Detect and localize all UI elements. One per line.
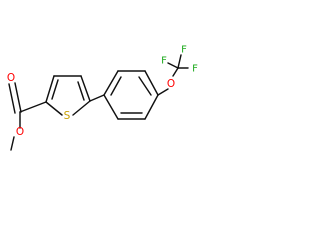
bond-o-cf3 [172,67,179,77]
bond-ph6-ph1 [103,94,119,120]
bond-carbonyl-double-2 [8,83,16,114]
molecule-diagram: O O S O F F F [6,44,199,151]
bond-layer [8,54,189,151]
bond-carbonyl-double-1 [14,82,22,113]
bond-ph-inner-1 [110,76,122,96]
atom-label-f3: F [181,45,187,56]
atom-label-layer: O O S O F F F [7,45,198,139]
bond-phenyl-o [157,88,169,96]
atom-label-thiophene-s: S [64,110,71,122]
bond-s-c2 [45,101,63,116]
bond-c4-c5 [80,75,91,102]
bond-c5-s [72,100,91,116]
atom-label-f1: F [161,56,167,67]
bond-c2-carbonyl-c [19,101,47,113]
bond-cf3-f1 [167,62,179,69]
atom-label-ester-carbonyl-o: O [7,72,15,84]
atom-label-f2: F [192,64,198,75]
bond-c5-phenyl [89,94,105,102]
bond-ph4-ph5 [144,94,159,120]
bond-ph-inner-2 [138,76,152,96]
bond-c4-c5-double [77,81,85,101]
bond-c2-c3-double [51,79,59,100]
atom-label-ester-ether-o: O [16,126,24,138]
atom-label-ether-o: O [167,78,175,90]
bond-cf3-f3 [177,54,182,69]
bond-ph1-ph2 [103,70,119,96]
bond-ph3-ph4 [144,70,159,96]
bond-o-methyl [10,136,15,151]
bond-c2-c3 [45,75,55,103]
